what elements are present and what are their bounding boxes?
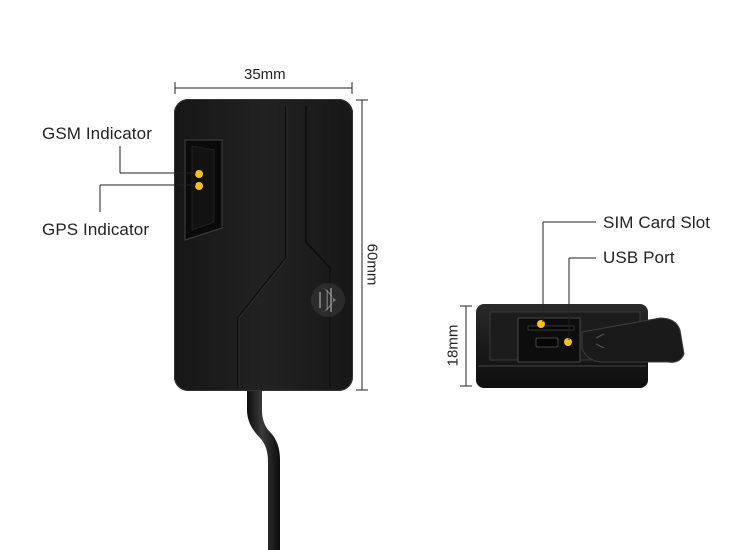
gsm-led xyxy=(195,170,203,178)
width-dimension-line xyxy=(174,82,353,94)
gsm-leader-line xyxy=(119,146,196,174)
usb-port xyxy=(535,337,559,348)
gps-leader-line xyxy=(99,184,196,212)
length-dimension-line xyxy=(356,99,368,391)
usb-marker xyxy=(564,338,572,346)
length-dimension-label: 60mm xyxy=(363,243,381,286)
gsm-indicator-label: GSM Indicator xyxy=(42,124,152,143)
sim-card-slot-label: SIM Card Slot xyxy=(603,213,711,232)
width-dimension-label: 35mm xyxy=(244,66,286,83)
usb-leader-line xyxy=(568,257,596,340)
height-dimension-label: 18mm xyxy=(444,324,462,367)
sim-marker xyxy=(537,320,545,328)
device-cable xyxy=(247,388,280,550)
sim-leader-line xyxy=(542,221,596,322)
port-cover-flap xyxy=(581,317,685,363)
sim-card-slot xyxy=(527,325,575,331)
gps-led xyxy=(195,182,203,190)
brand-logo-mark xyxy=(316,280,356,320)
device-side-view xyxy=(476,304,685,388)
height-dimension-line xyxy=(460,305,472,387)
device-front-view xyxy=(174,99,353,391)
usb-port-label: USB Port xyxy=(603,248,675,267)
gps-indicator-label: GPS Indicator xyxy=(42,220,150,239)
